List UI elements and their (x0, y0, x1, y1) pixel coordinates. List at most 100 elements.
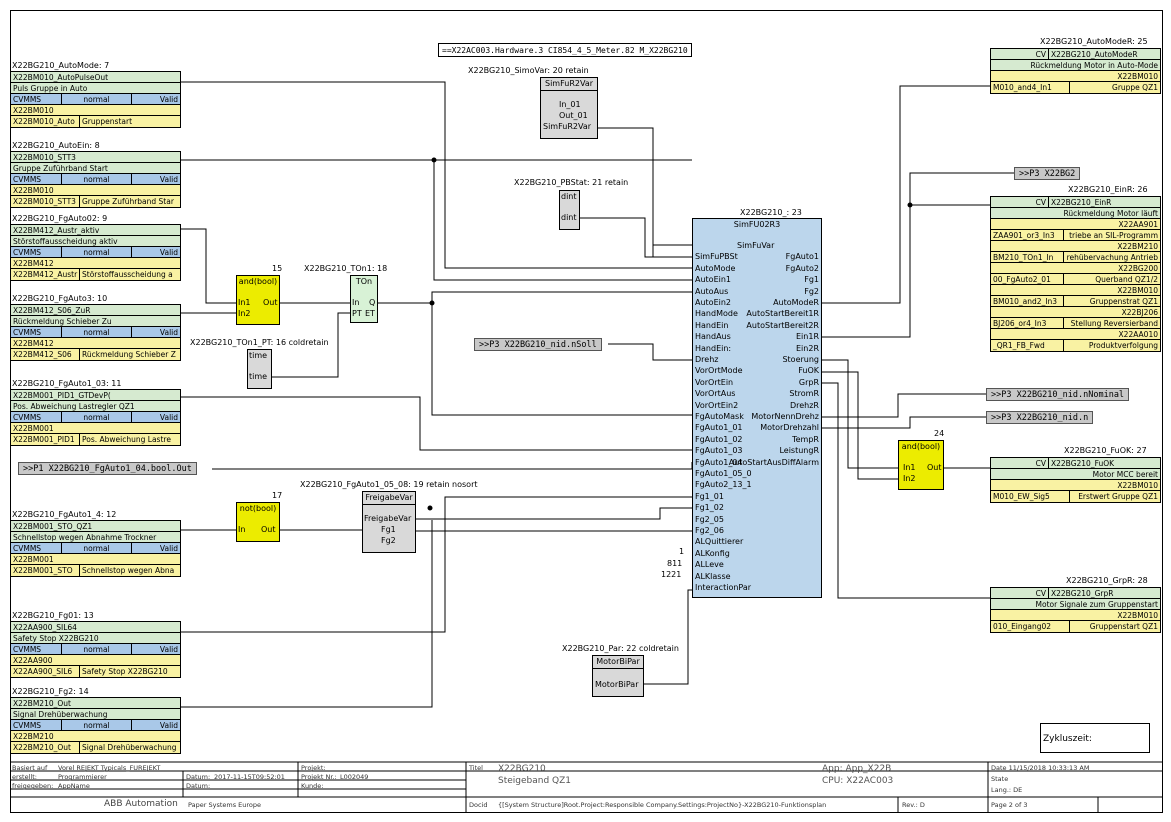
tb-docid-key: Docid (469, 801, 488, 809)
simvar-label: X22BG210_SimoVar: 20 retain (468, 66, 589, 75)
not17-num: 17 (272, 491, 283, 500)
card-name: X22BG210_EinR (1048, 197, 1160, 207)
input-card-label: X22BG210_FgAuto02: 9 (12, 214, 108, 223)
and24-block[interactable]: and(bool) In1 In2 Out (898, 440, 944, 490)
card-signal-desc: Gruppenstart QZ1 (1069, 621, 1160, 632)
ref-p3-nsoll[interactable]: >>P3 X22BG210_nid.nSoll (474, 338, 602, 351)
tb-rev: Rev.: D (902, 801, 925, 809)
ref-p1-fgauto[interactable]: >>P1 X22BG210_FgAuto1_04.bool.Out (18, 462, 197, 475)
main-output-pin: MotorNennDrehz (751, 412, 819, 421)
card-signal-desc: rehübervachung Antrieb (1063, 252, 1160, 262)
main-output-pin: Stoerung (782, 355, 819, 364)
einr-label: X22BG210_EinR: 26 (1068, 185, 1148, 194)
tonpt-block[interactable]: time time (247, 349, 272, 389)
card-severity: normal (61, 247, 131, 257)
freigabe-block[interactable]: FreigabeVar FreigabeVar Fg1 Fg2 (362, 491, 416, 553)
block-pin: In1 (238, 298, 251, 307)
card-severity: normal (61, 174, 131, 184)
card-module: X22BM001 (13, 424, 54, 433)
main-output-pin: LeistungR (779, 446, 819, 456)
card-severity: normal (61, 720, 131, 730)
cycle-label: Zykluszeit: (1043, 734, 1092, 744)
block-pin: time (249, 372, 268, 381)
card-signal-desc: Schnellstop wegen Abna (79, 565, 180, 576)
card-module: X22AA900 (13, 656, 53, 665)
input-card-label: X22BG210_Fg2: 14 (12, 687, 89, 696)
tb-erstellt-val: Programmierer (58, 773, 107, 781)
tb-lang: Lang.: DE (991, 786, 1023, 794)
main-input-pin: AutoMode (695, 263, 736, 273)
card-desc: Puls Gruppe in Auto (13, 84, 88, 93)
card-severity: normal (61, 644, 131, 654)
not17-block[interactable]: not(bool) In Out (236, 502, 280, 542)
card-signal: X22BM001_STO (13, 566, 73, 575)
card-type: CVMMS (13, 248, 42, 257)
main-input-pin: Fg2_06 (695, 526, 724, 535)
tb-page: Page 2 of 3 (991, 801, 1028, 809)
tb-datum-key: Datum: (186, 773, 211, 781)
ton1-block[interactable]: TOn In Q PT ET (350, 275, 378, 323)
input-card-label: X22BG210_Fg01: 13 (12, 611, 94, 620)
card-severity: normal (61, 327, 131, 337)
card-signal-desc: Gruppenstrat QZ1 (1063, 296, 1160, 306)
tb-app: App: App_X22B (822, 764, 892, 774)
main-input-pin: HandEin: (695, 343, 732, 353)
main-input-pin: ALLeve (695, 560, 724, 570)
card-desc: Rückmeldung Motor in Auto-Mode (991, 60, 1160, 71)
card-module: X22AA901 (991, 219, 1160, 230)
tb-datum-val: 2017-11-15T09:52:01 (214, 773, 285, 781)
block-pin: In1 (903, 463, 916, 472)
main-input-pin: Fg1_01 (695, 491, 724, 501)
tb-docid-val: {[System Structure]Root.Project:Responsi… (498, 801, 827, 809)
pbstat-block[interactable]: dint dint (559, 190, 580, 230)
card-name: X22AA900_SIL64 (13, 623, 77, 632)
card-module: X22BM010 (991, 610, 1160, 621)
main-input-pin: FgAuto1_02 (695, 434, 743, 444)
ref-p3-n[interactable]: >>P3 X22BG210_nid.n (986, 411, 1094, 424)
block-pin: Out_01 (559, 111, 588, 120)
card-cv: CV (1035, 589, 1046, 598)
card-desc: Signal Drehüberwachung (13, 710, 108, 719)
card-name: X22BM412_S06_ZuR (13, 306, 91, 315)
and24-num: 24 (934, 429, 945, 438)
main-input-pin: HandMode (695, 309, 738, 319)
main-output-pin: Fg1 (804, 275, 819, 285)
card-signal: X22BM010_Auto (13, 117, 75, 126)
tb-basiert-val: Vorel REJEKT Typicals_FUREJEKT (58, 764, 161, 772)
card-signal: X22BM210_Out (13, 743, 71, 752)
main-input-pin: ALQuittierer (695, 537, 744, 547)
main-output-pin: AutoStartBereit1R (746, 309, 819, 319)
card-name: X22BG210_FuOK (1048, 458, 1160, 468)
main-input-pin: VorOrtAus (695, 389, 736, 399)
simvar-block[interactable]: SimFuR2Var In_01 Out_01 SimFuR2Var (540, 77, 598, 139)
tb-projekt-key: Projekt: (301, 764, 326, 772)
card-status: Valid (131, 174, 180, 184)
ref-p3-nnominal[interactable]: >>P3 X22BG210_nid.nNominal (986, 388, 1130, 401)
block-pin: MotorBiPar (595, 680, 639, 689)
main-output-pin: Fg2 (804, 286, 819, 296)
block-pin: dint (561, 213, 577, 222)
card-module: X22BM010 (991, 480, 1160, 491)
main-output-pin: Ein1R (796, 332, 819, 342)
ref-p3-bg2[interactable]: >>P3 X22BG2 (1014, 167, 1081, 180)
card-name: X22BG210_GrpR (1048, 588, 1160, 598)
par-block[interactable]: MotorBiPar MotorBiPar (592, 655, 644, 697)
const-1221: 1221 (661, 570, 682, 579)
input-card[interactable]: X22BM001_PID1_GTDevP(Pos. Abweichung Las… (10, 389, 181, 446)
card-severity: normal (61, 412, 131, 422)
and15-block[interactable]: and(bool) In1 In2 Out (236, 275, 280, 325)
card-module: X22BM001 (13, 555, 54, 564)
card-signal-desc: Gruppe Zuführband Star (79, 196, 180, 207)
